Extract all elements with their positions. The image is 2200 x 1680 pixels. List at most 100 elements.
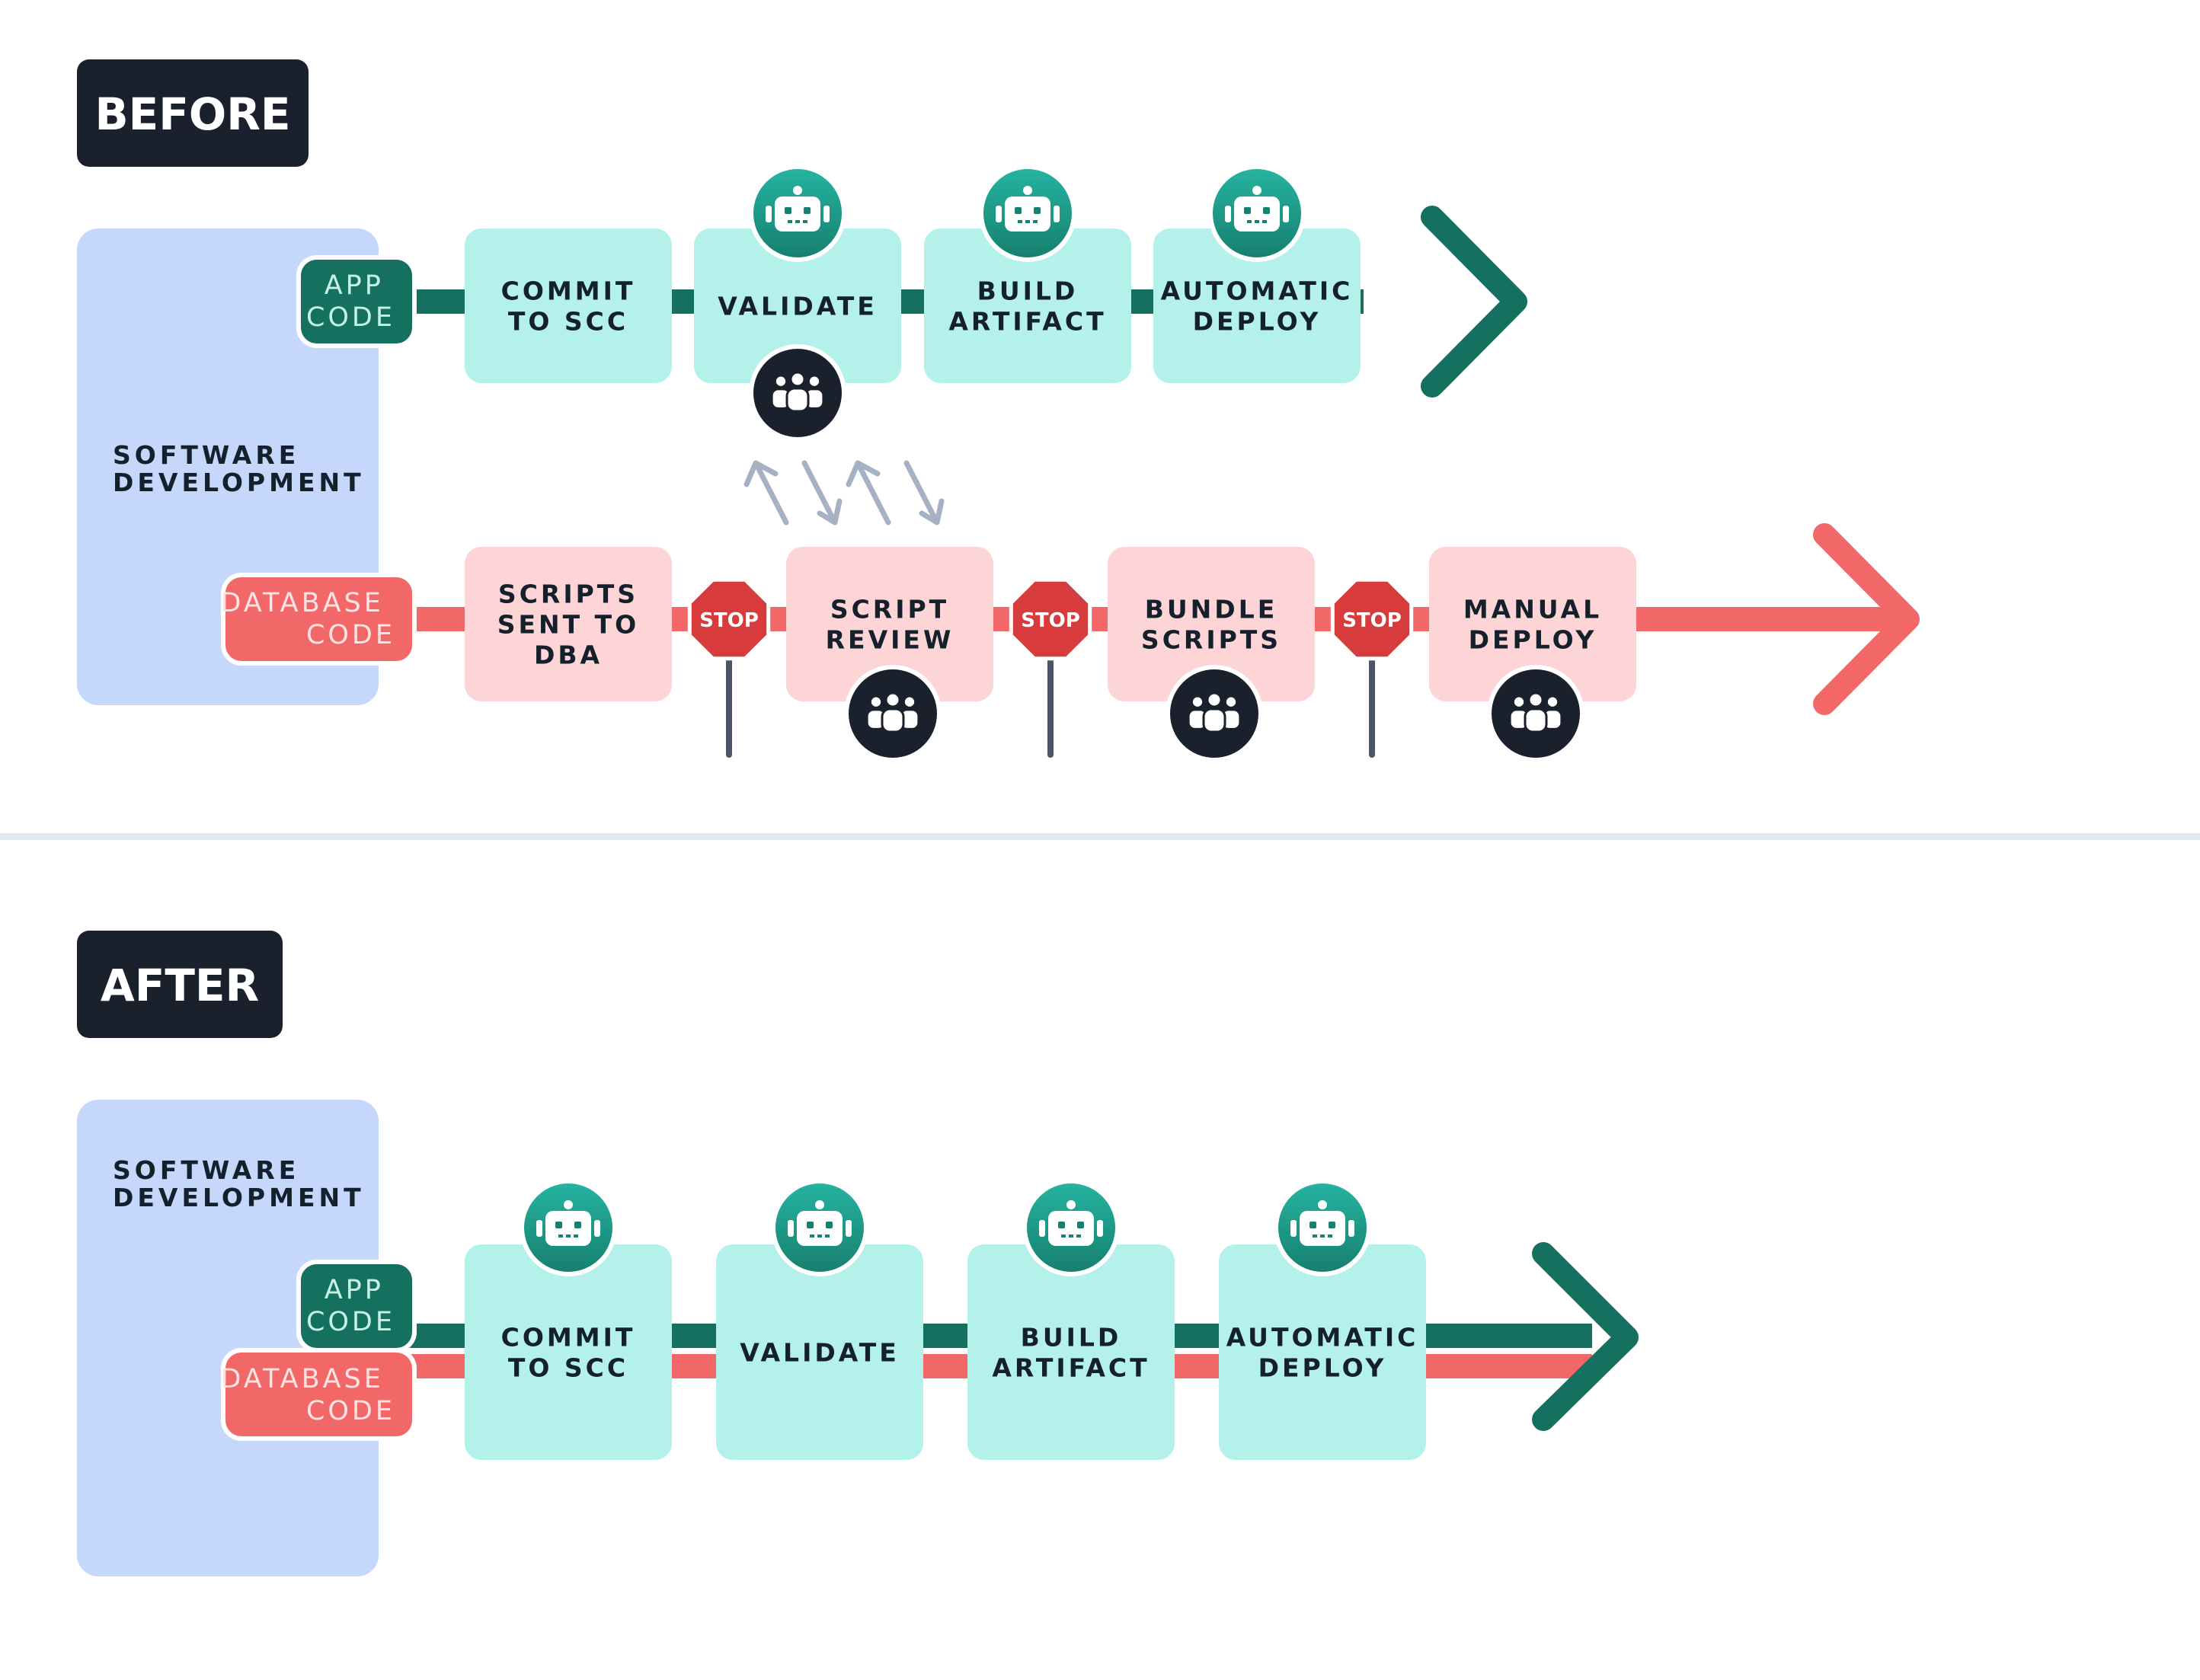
robot-icon [1022,1179,1120,1276]
before-app-step-2-label-line: VALIDATE [718,292,878,321]
before-app-step-2-label: VALIDATE [718,292,878,321]
before-db-step-4-box [1429,547,1636,701]
after-db-tag-line-2: CODE [306,1396,395,1426]
before-db-tag-line-1: DATABASE [220,588,383,618]
after-step-2-box [716,1244,923,1460]
after-panel-label-line-2: DEVELOPMENT [113,1183,365,1212]
section-divider [0,833,2200,840]
before-app-arrowhead [1421,206,1527,398]
back-and-forth-arrows [743,460,945,525]
robot-icon [979,164,1076,262]
after-step-1-label-line: COMMIT [501,1323,636,1353]
stop-sign-label: STOP [1021,609,1080,632]
arrow-down-icon [903,460,945,525]
before-app-step-4-label-line: DEPLOY [1193,307,1322,337]
stop-sign-post [1369,634,1375,758]
before-app-tag-text: APP CODE [306,270,395,333]
after-app-code-tag: APP CODE [296,1260,417,1353]
before-database-code-tag: DATABASE CODE [220,573,417,666]
before-db-step-2-label-line: REVIEW [826,625,955,655]
before-db-tag-line-2: CODE [306,620,395,650]
before-app-step-3-label-line: ARTIFACT [948,307,1106,337]
before-db-step-2-label-line: SCRIPT [830,595,949,624]
after-step-1-box [465,1244,672,1460]
after-step-3-label-line: BUILD [1021,1323,1122,1353]
before-app-step-1-label-line: COMMIT [501,276,636,306]
people-icon [1487,665,1584,762]
before-app-code-tag: APP CODE [296,255,417,348]
after-db-tag-text: DATABASE CODE [220,1364,395,1426]
stop-sign-octagon [1009,577,1092,661]
before-panel-label: SOFTWARE DEVELOPMENT [113,440,365,497]
stop-sign-post [1047,634,1054,758]
before-heading-text: BEFORE [94,88,290,140]
before-app-step-2: VALIDATE [694,228,901,383]
after-app-tag-text: APP CODE [306,1275,395,1337]
before-app-step-1-label-line: TO SCC [508,307,628,337]
stop-sign-icon: STOP [687,577,771,758]
arrow-down-icon [801,460,843,525]
before-db-step-4-label-line: MANUAL [1463,595,1602,624]
before-db-step-1-label-line: SCRIPTS [498,580,638,609]
after-app-tag-line-2: CODE [306,1307,395,1337]
before-db-step-4-label-line: DEPLOY [1469,625,1597,655]
after-step-4-box [1219,1244,1426,1460]
before-db-step-1-label-line: DBA [534,640,603,670]
stop-sign-octagon [687,577,771,661]
after-step-4-label-line: DEPLOY [1258,1353,1387,1383]
after-section: AFTER SOFTWARE DEVELOPMENT APP CODE DATA… [77,931,1639,1576]
stop-sign-icon: STOP [1009,577,1092,758]
after-step-2-label: VALIDATE [740,1338,900,1368]
before-heading: BEFORE [77,59,309,167]
before-heading-badge [77,59,309,167]
after-database-code-tag: DATABASE CODE [220,1348,417,1441]
after-db-tag-line-1: DATABASE [220,1364,383,1394]
before-section: BEFORE SOFTWARE DEVELOPMENT APP CODE DAT… [77,59,1920,762]
after-step-4-label-line: AUTOMATIC [1226,1323,1419,1353]
before-app-step-2-box [694,228,901,383]
after-step-3-box [967,1244,1175,1460]
before-step-icons [749,164,1584,762]
after-heading-text: AFTER [101,960,259,1011]
after-step-icons [520,1179,1371,1276]
before-app-tag-line-1: APP [325,270,384,301]
before-panel-label-line-1: SOFTWARE [113,440,299,470]
before-panel-label-line-2: DEVELOPMENT [113,468,365,497]
before-app-step-3-label-line: BUILD [977,276,1079,306]
before-app-step-3-box [924,228,1131,383]
before-app-step-4-label-line: AUTOMATIC [1161,276,1354,306]
after-panel-label-line-1: SOFTWARE [113,1155,299,1185]
after-step-2-label-line: VALIDATE [740,1338,900,1368]
robot-icon [520,1179,617,1276]
after-heading: AFTER [77,931,283,1038]
robot-icon [1208,164,1306,262]
after-arrowhead [1532,1242,1639,1431]
after-app-tag-line-1: APP [325,1275,384,1305]
after-step-2: VALIDATE [716,1244,923,1460]
before-app-step-1-box [465,228,672,383]
before-db-step-1-box [465,547,672,701]
before-db-step-3-label-line: SCRIPTS [1141,625,1281,655]
stop-sign-label: STOP [699,609,759,632]
robot-icon [749,164,846,262]
